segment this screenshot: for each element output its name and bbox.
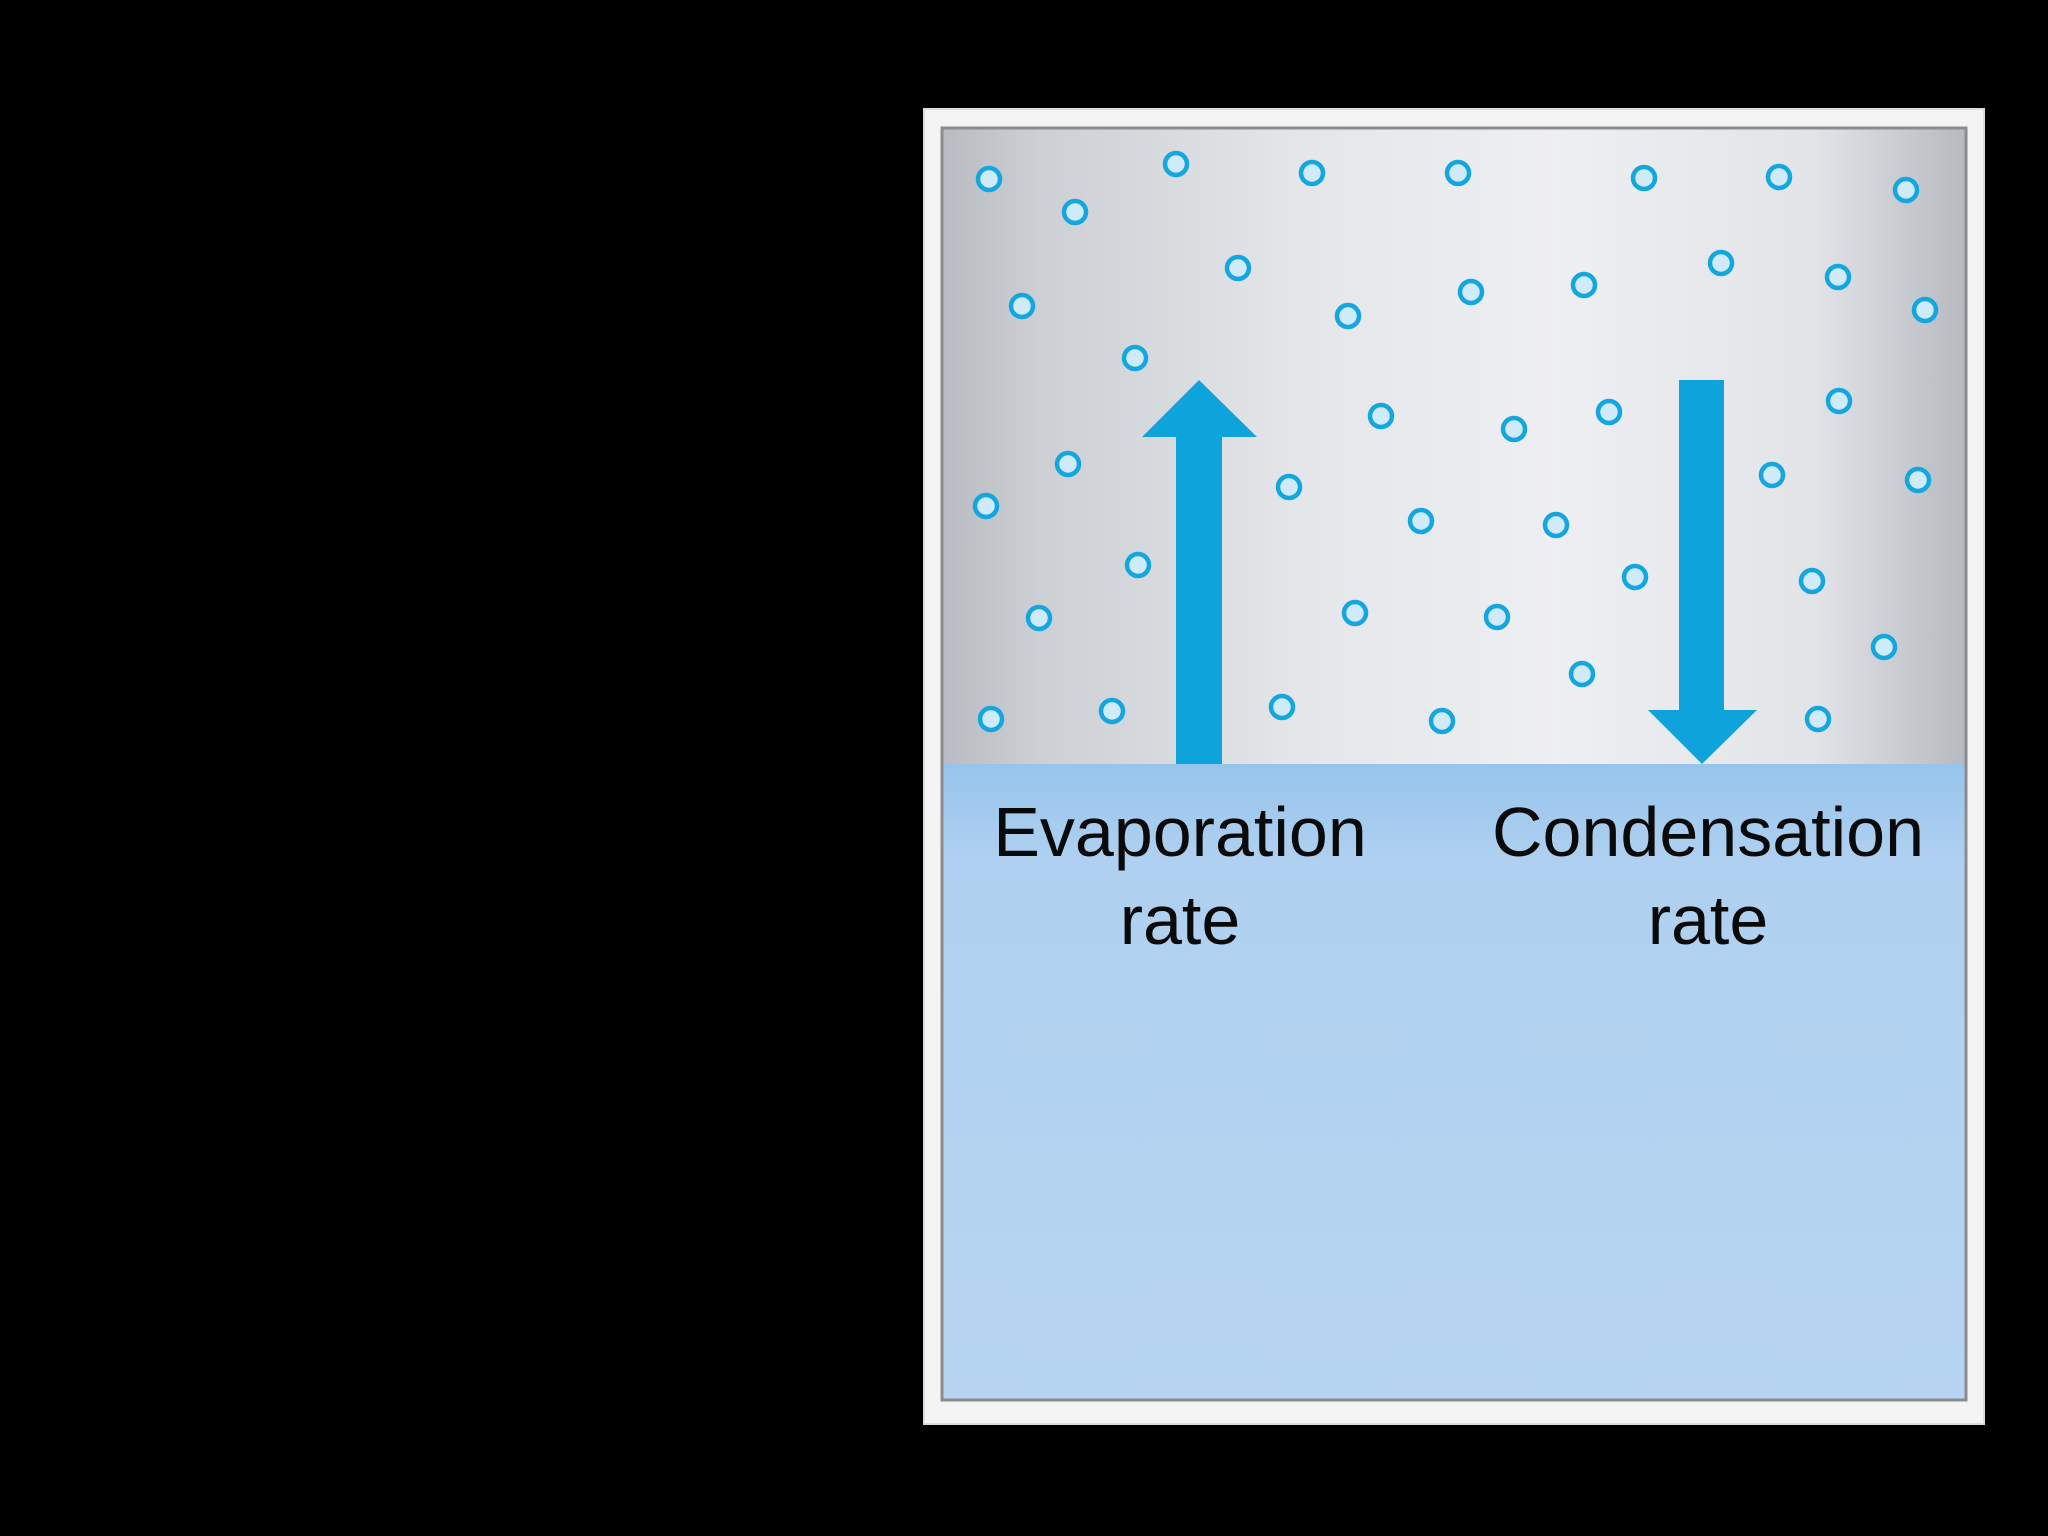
- vapor-molecule-icon: [1428, 707, 1456, 735]
- vapor-molecule-icon: [1334, 302, 1362, 330]
- vapor-molecule-icon: [1341, 599, 1369, 627]
- vapor-molecule-icon: [1298, 159, 1326, 187]
- vapor-molecule-icon: [1054, 450, 1082, 478]
- vapor-molecule-icon: [1162, 150, 1190, 178]
- vapor-molecules: [972, 150, 1939, 735]
- vapor-molecule-icon: [1570, 271, 1598, 299]
- vapor-molecule-icon: [1500, 415, 1528, 443]
- vapor-molecule-icon: [1483, 603, 1511, 631]
- arrow-down-icon: [1648, 380, 1757, 764]
- vapor-molecule-icon: [1098, 697, 1126, 725]
- vapor-molecule-icon: [1870, 633, 1898, 661]
- vapor-molecule-icon: [1025, 604, 1053, 632]
- vapor-molecule-icon: [1542, 511, 1570, 539]
- condensation-label-line1: Condensation: [1492, 793, 1924, 871]
- vapor-molecule-icon: [1061, 198, 1089, 226]
- vapor-molecule-icon: [1892, 176, 1920, 204]
- vapor-molecule-icon: [1121, 344, 1149, 372]
- arrow-up-icon: [1142, 380, 1257, 764]
- vapor-molecule-icon: [1825, 387, 1853, 415]
- vapor-molecule-icon: [1275, 473, 1303, 501]
- container-inner-border: [940, 126, 1968, 1402]
- vapor-molecule-icon: [1798, 567, 1826, 595]
- vapor-molecule-icon: [1568, 660, 1596, 688]
- vapor-molecule-icon: [1621, 563, 1649, 591]
- vapor-molecule-icon: [975, 165, 1003, 193]
- liquid-region: [942, 764, 1966, 1400]
- vapor-molecule-icon: [1407, 507, 1435, 535]
- vapor-molecule-icon: [1367, 402, 1395, 430]
- vapor-molecule-icon: [1595, 398, 1623, 426]
- evaporation-label-line1: Evaporation: [993, 793, 1367, 871]
- vapor-molecule-icon: [1457, 278, 1485, 306]
- vapor-molecule-icon: [1224, 254, 1252, 282]
- vapor-molecule-icon: [1008, 292, 1036, 320]
- vapor-molecule-icon: [1268, 693, 1296, 721]
- vapor-molecule-icon: [1824, 263, 1852, 291]
- evaporation-label-line2: rate: [1120, 881, 1241, 959]
- vapor-molecule-icon: [1758, 461, 1786, 489]
- vapor-molecule-icon: [1124, 551, 1152, 579]
- vapor-molecule-icon: [1444, 159, 1472, 187]
- vapor-molecule-icon: [1707, 249, 1735, 277]
- vapor-molecule-icon: [1765, 163, 1793, 191]
- vapor-region: [942, 128, 1966, 764]
- vapor-molecule-icon: [972, 492, 1000, 520]
- vapor-molecule-icon: [1804, 705, 1832, 733]
- vapor-molecule-icon: [1630, 164, 1658, 192]
- condensation-label-line2: rate: [1648, 881, 1769, 959]
- vapor-molecule-icon: [977, 705, 1005, 733]
- vapor-molecule-icon: [1911, 296, 1939, 324]
- vapor-molecule-icon: [1904, 466, 1932, 494]
